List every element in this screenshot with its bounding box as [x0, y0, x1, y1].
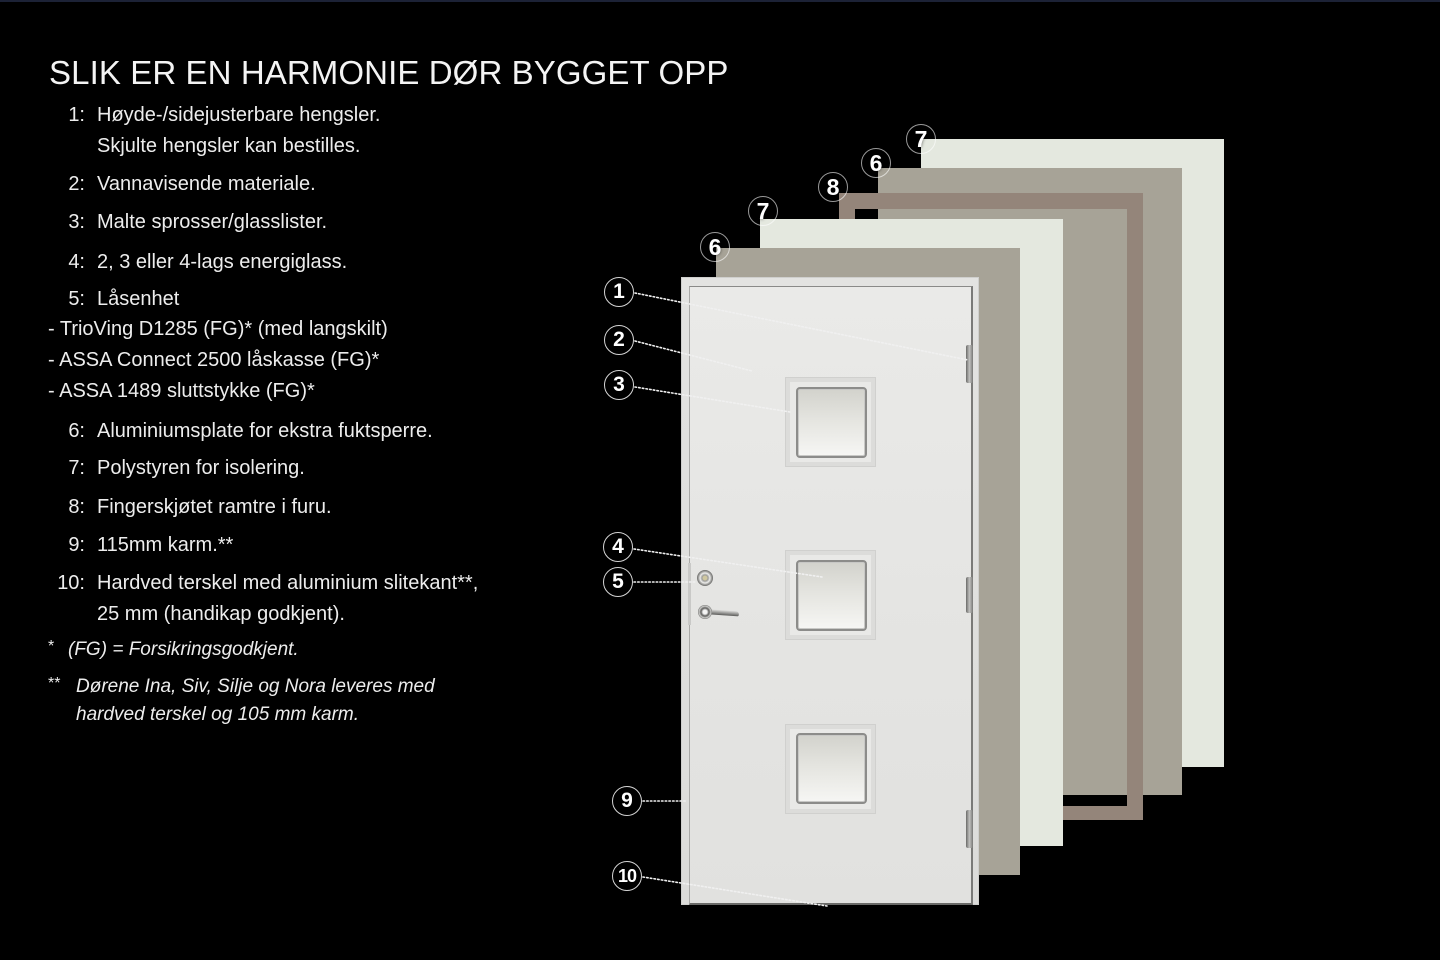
list-subitem: - TrioVing D1285 (FG)* (med langskilt) [0, 317, 620, 341]
list-item-7: 7: Polystyren for isolering. [0, 456, 620, 480]
list-item-10: 10: Hardved terskel med aluminium slitek… [0, 571, 620, 595]
item-text: 2, 3 eller 4-lags energiglass. [97, 251, 348, 273]
list-subitem: - ASSA 1489 sluttstykke (FG)* [0, 379, 620, 403]
subitem-text: - ASSA Connect 2500 låskasse (FG)* [48, 349, 380, 371]
item-text: Høyde-/sidejusterbare hengsler. [97, 104, 381, 126]
leader-line-2 [634, 340, 753, 372]
item-text: 25 mm (handikap godkjent). [97, 603, 345, 625]
list-subitem: - ASSA Connect 2500 låskasse (FG)* [0, 348, 620, 372]
callout-back-aluminium: 6 [861, 148, 891, 178]
callout-4: 4 [603, 532, 633, 562]
hinge-icon [966, 810, 973, 848]
leader-line-4 [633, 548, 823, 578]
item-text: Låsenhet [97, 288, 180, 310]
item-number: 6: [68, 420, 85, 442]
item-text: Skjulte hengsler kan bestilles. [97, 135, 361, 157]
list-item-10-continued: 25 mm (handikap godkjent). [0, 602, 620, 626]
list-item-1-continued: Skjulte hengsler kan bestilles. [0, 134, 620, 158]
callout-9: 9 [612, 786, 642, 816]
item-number: 4: [68, 251, 85, 273]
lock-cylinder-icon [697, 570, 713, 586]
door-handle-rose [698, 605, 712, 619]
item-number: 9: [68, 534, 85, 556]
item-number: 1: [68, 104, 85, 126]
item-number: 10: [57, 572, 85, 594]
window-glass-bottom [796, 733, 867, 804]
callout-10: 10 [612, 861, 642, 891]
hinge-icon [966, 577, 973, 613]
list-item-3: 3: Malte sprosser/glasslister. [0, 210, 620, 234]
list-item-9: 9: 115mm karm.** [0, 533, 620, 557]
item-text: Fingerskjøtet ramtre i furu. [97, 496, 332, 518]
window-glass-top [796, 387, 867, 458]
callout-3: 3 [604, 370, 634, 400]
item-text: Aluminiumsplate for ekstra fuktsperre. [97, 420, 433, 442]
item-text: 115mm karm.** [97, 534, 234, 556]
item-text: Vannavisende materiale. [97, 173, 316, 195]
callout-2: 2 [604, 325, 634, 355]
callout-wood-frame: 8 [818, 172, 848, 202]
item-number: 3: [68, 211, 85, 233]
callout-5: 5 [603, 567, 633, 597]
footnote-text: Dørene Ina, Siv, Silje og Nora leveres m… [76, 676, 435, 697]
leader-line-3 [634, 386, 791, 413]
footnote-mark: ** [48, 675, 61, 692]
footnote-text: hardved terskel og 105 mm karm. [76, 704, 360, 725]
callout-1: 1 [604, 277, 634, 307]
page-title: SLIK ER EN HARMONIE DØR BYGGET OPP [49, 54, 729, 91]
footnote-2: ** Dørene Ina, Siv, Silje og Nora levere… [0, 675, 620, 699]
window-glass-middle [796, 560, 867, 631]
item-number: 8: [68, 496, 85, 518]
list-item-6: 6: Aluminiumsplate for ekstra fuktsperre… [0, 419, 620, 443]
item-text: Malte sprosser/glasslister. [97, 211, 328, 233]
callout-back-polystyrene: 7 [906, 124, 936, 154]
item-text: Polystyren for isolering. [97, 457, 305, 479]
lock-faceplate [688, 563, 691, 625]
leader-line-1 [634, 292, 969, 361]
item-number: 2: [68, 173, 85, 195]
footnote-mark: * [48, 638, 55, 655]
list-item-8: 8: Fingerskjøtet ramtre i furu. [0, 495, 620, 519]
item-text: Hardved terskel med aluminium slitekant*… [97, 572, 479, 594]
leader-line-10 [642, 876, 828, 907]
item-number: 7: [68, 457, 85, 479]
list-item-2: 2: Vannavisende materiale. [0, 172, 620, 196]
top-edge-line [0, 0, 1440, 2]
callout-front-aluminium: 6 [700, 232, 730, 262]
item-number: 5: [68, 288, 85, 310]
list-item-1: 1: Høyde-/sidejusterbare hengsler. [0, 103, 620, 127]
subitem-text: - TrioVing D1285 (FG)* (med langskilt) [48, 318, 388, 340]
subitem-text: - ASSA 1489 sluttstykke (FG)* [48, 380, 315, 402]
list-item-4: 4: 2, 3 eller 4-lags energiglass. [0, 250, 620, 274]
hinge-icon [966, 345, 973, 383]
footnote-2-continued: hardved terskel og 105 mm karm. [0, 703, 620, 727]
footnote-text: (FG) = Forsikringsgodkjent. [68, 639, 299, 660]
callout-front-polystyrene: 7 [748, 196, 778, 226]
list-item-5: 5: Låsenhet [0, 287, 620, 311]
footnote-1: * (FG) = Forsikringsgodkjent. [0, 638, 620, 662]
